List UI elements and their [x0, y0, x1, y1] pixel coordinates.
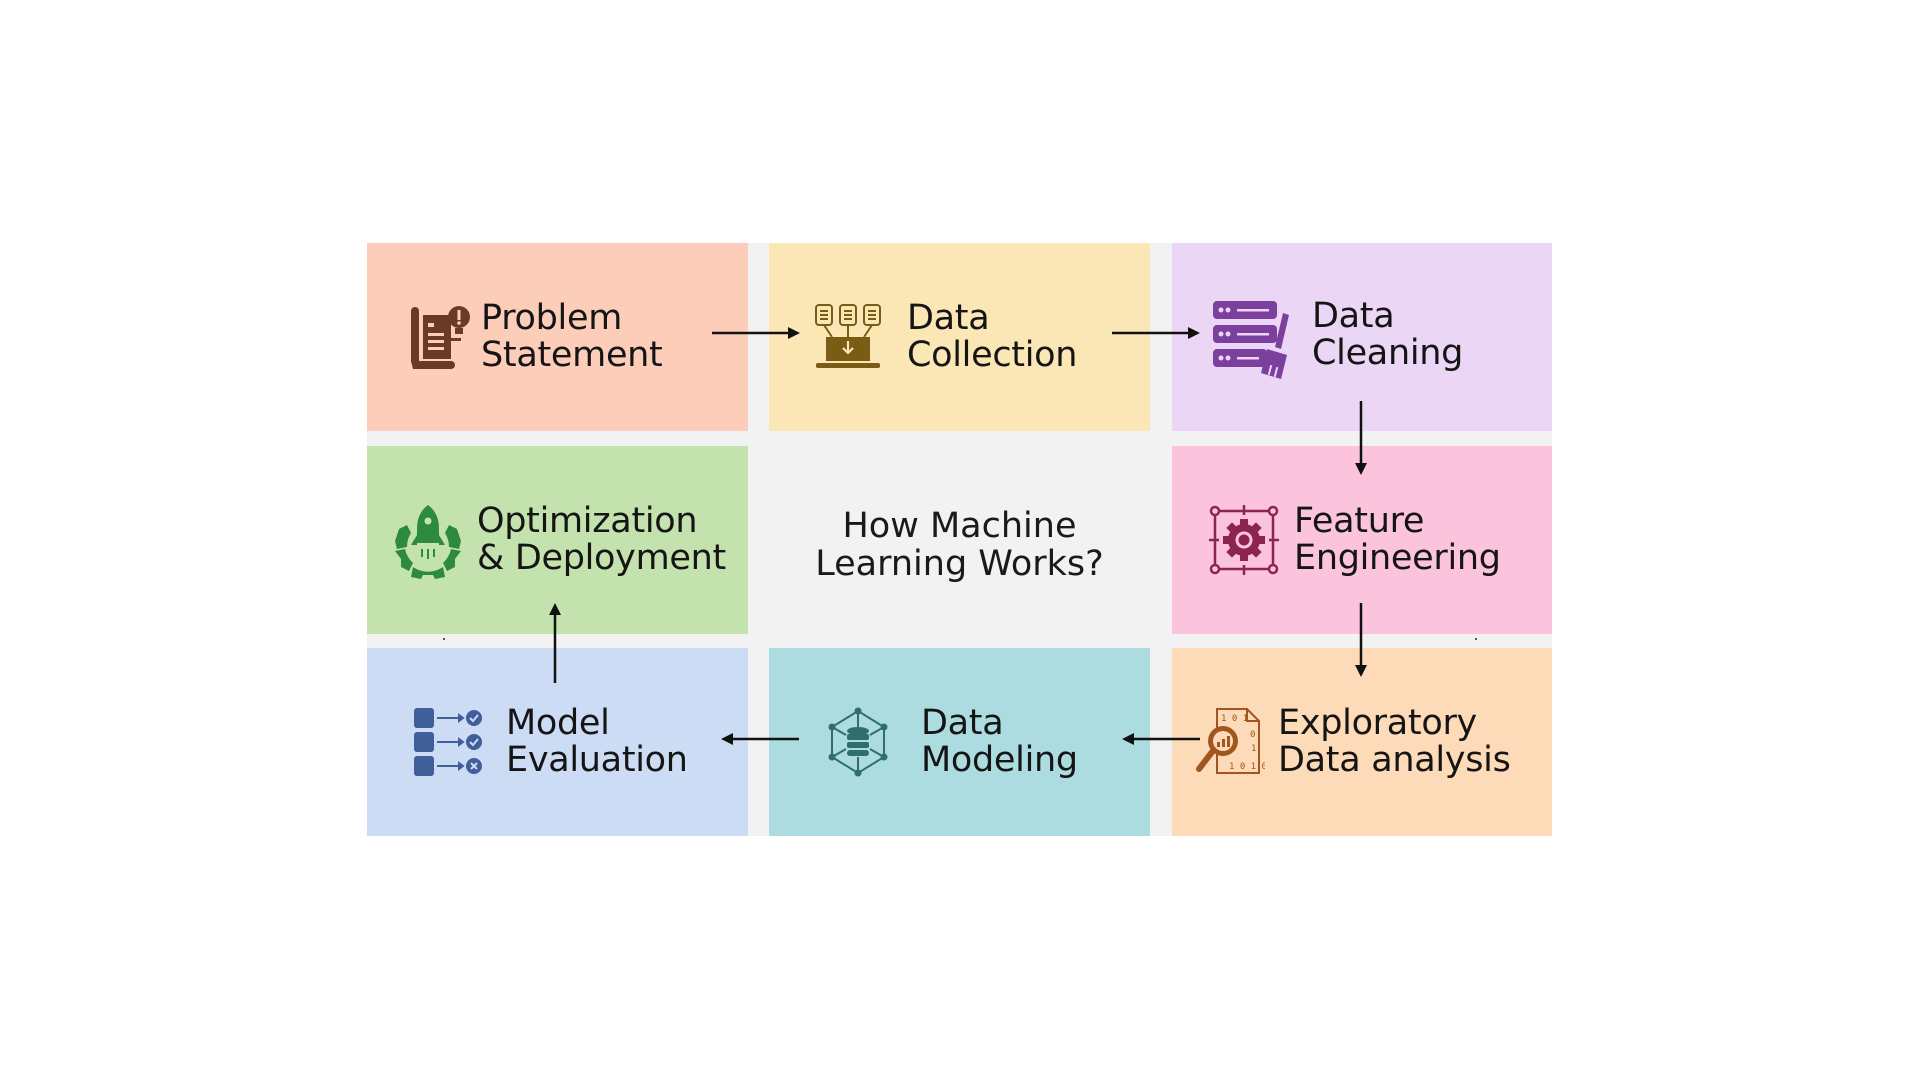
gear-frame-icon	[1208, 504, 1280, 576]
step-label: Exploratory Data analysis	[1278, 703, 1511, 780]
svg-text:1 0 1 0: 1 0 1 0	[1229, 762, 1265, 772]
arrow-collection-to-cleaning	[1112, 327, 1200, 339]
arrow-feature-to-eda	[1355, 603, 1367, 677]
step-data-collection: Data Collection	[769, 243, 1150, 431]
step-model-evaluation: Model Evaluation	[367, 648, 748, 836]
artifact-dot	[1475, 638, 1477, 640]
svg-text:1: 1	[1251, 744, 1256, 754]
artifact-dot	[443, 638, 445, 640]
document-alert-icon	[407, 300, 473, 374]
step-label: Model Evaluation	[506, 703, 688, 780]
step-optimization-deployment: Optimization & Deployment	[367, 446, 748, 634]
step-exploratory-data-analysis: 1 0 1 0 1 1 0 1 0 Exploratory Data analy…	[1172, 648, 1552, 836]
step-label: Problem Statement	[481, 298, 663, 375]
arrow-modeling-to-evaluation	[721, 733, 799, 745]
database-cube-icon	[825, 706, 891, 778]
step-problem-statement: Problem Statement	[367, 243, 748, 431]
laptop-download-icon	[813, 302, 883, 372]
svg-text:0: 0	[1250, 730, 1255, 740]
svg-text:1 0 1: 1 0 1	[1221, 714, 1248, 724]
checklist-icon	[412, 706, 484, 778]
step-label: Feature Engineering	[1294, 501, 1501, 578]
arrow-cleaning-to-feature	[1355, 401, 1367, 475]
step-label: Data Modeling	[921, 703, 1078, 780]
step-label: Data Collection	[907, 298, 1078, 375]
step-label: Data Cleaning	[1312, 296, 1464, 373]
arrow-problem-to-collection	[712, 327, 800, 339]
arrow-eda-to-modeling	[1122, 733, 1200, 745]
arrow-evaluation-to-optimization	[549, 603, 561, 683]
server-broom-icon	[1210, 298, 1298, 380]
ml-workflow-diagram: Problem Statement Data	[367, 243, 1552, 836]
magnifier-chart-icon: 1 0 1 0 1 1 0 1 0	[1194, 706, 1266, 778]
step-feature-engineering: Feature Engineering	[1172, 446, 1552, 634]
step-label: Optimization & Deployment	[477, 501, 726, 578]
step-data-cleaning: Data Cleaning	[1172, 243, 1552, 431]
diagram-title: How Machine Learning Works?	[769, 446, 1150, 634]
step-data-modeling: Data Modeling	[769, 648, 1150, 836]
rocket-gear-icon	[389, 499, 467, 581]
